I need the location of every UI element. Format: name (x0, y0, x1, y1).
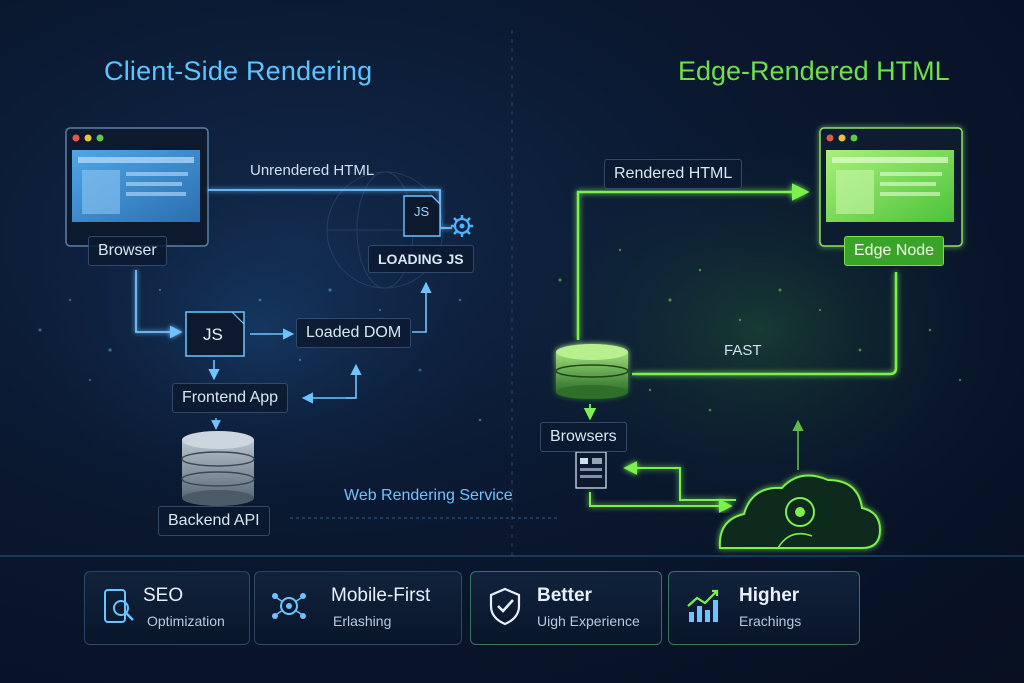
particles-right (558, 248, 962, 412)
rendered-html-connector (576, 183, 810, 340)
shield-check-icon (489, 587, 521, 626)
js-doc-label: JS (414, 204, 430, 219)
card-higher-rankings: Higher Erachings (668, 571, 860, 645)
js-document-icon (403, 195, 441, 237)
card-better-subtitle: Uigh Experience (537, 613, 640, 629)
loading-js-label: LOADING JS (368, 245, 474, 273)
loaded-dom-label: Loaded DOM (296, 318, 412, 348)
card-mobile-first-title: Mobile-First (331, 585, 431, 606)
right-browser-window (819, 127, 963, 247)
browsers-label: Browsers (540, 422, 627, 452)
bar-chart-icon (687, 589, 719, 622)
cloud-gear-icon (718, 474, 882, 549)
left-browser-window (65, 127, 209, 247)
right-section-title: Edge-Rendered HTML (678, 56, 950, 86)
left-section-title: Client-Side Rendering (104, 56, 373, 86)
web-rendering-service-label: Web Rendering Service (344, 487, 513, 504)
rendered-html-label: Rendered HTML (604, 159, 743, 189)
frontend-app-label: Frontend App (172, 383, 289, 413)
js-file-label: JS (203, 325, 223, 344)
backend-api-label: Backend API (158, 506, 270, 536)
card-seo-title: SEO (143, 585, 184, 606)
edge-node-label: Edge Node (844, 236, 945, 266)
fast-label: FAST (724, 342, 762, 359)
particles-left (38, 288, 482, 422)
left-database-icon (181, 431, 255, 506)
seo-icon (104, 589, 134, 623)
cloud-to-browsers-connector (623, 461, 736, 501)
gear-icon (451, 215, 473, 237)
browsers-document-icon (575, 451, 607, 489)
browser-label: Browser (88, 236, 167, 266)
card-higher-title: Higher (739, 585, 800, 606)
card-seo-subtitle: Optimization (147, 613, 225, 629)
fast-connector (632, 272, 898, 376)
card-seo: SEO Optimization (84, 571, 250, 645)
browser-to-js-connector (135, 270, 183, 339)
card-higher-subtitle: Erachings (739, 613, 802, 629)
mobile-network-icon (272, 593, 306, 619)
unrendered-html-label: Unrendered HTML (250, 162, 375, 179)
card-mobile-first-subtitle: Erlashing (333, 613, 392, 629)
horizon-line (0, 555, 1024, 557)
card-mobile-first: Mobile-First Erlashing (254, 571, 462, 645)
card-better-title: Better (537, 585, 592, 606)
right-database-icon (555, 344, 629, 399)
browsers-to-cloud-connector (589, 492, 733, 513)
js-file-icon (185, 311, 245, 357)
card-better-experience: Better Uigh Experience (470, 571, 662, 645)
dom-to-loading-connector (412, 281, 432, 333)
